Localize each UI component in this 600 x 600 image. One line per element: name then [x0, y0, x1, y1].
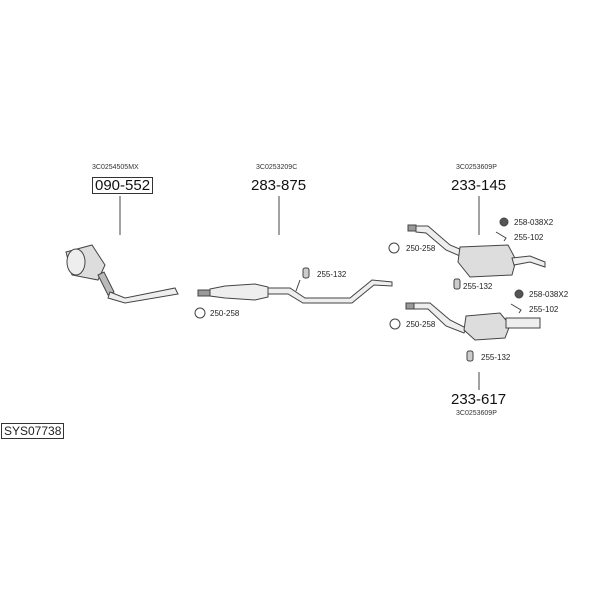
rubber-mount-icon [302, 267, 310, 279]
clamp-icon [388, 242, 400, 254]
oe-number-283-875: 3C0253209C [256, 164, 298, 171]
accessory-label[interactable]: 255-132 [481, 353, 511, 362]
oe-number-233-145: 3C0253609P [456, 164, 497, 171]
rear-silencer-upper-drawing [407, 224, 546, 278]
accessory-label[interactable]: 258-038X2 [529, 290, 569, 299]
accessory-label[interactable]: 255-132 [463, 282, 493, 291]
bracket-icon [510, 303, 522, 314]
middle-silencer-drawing [197, 279, 393, 304]
rubber-mount-icon [466, 350, 474, 362]
clamp-icon [389, 318, 401, 330]
part-number-233-617[interactable]: 233-617 [451, 391, 507, 408]
accessory-label[interactable]: 255-102 [529, 305, 559, 314]
nut-icon [499, 217, 509, 227]
part-number-090-552[interactable]: 090-552 [92, 177, 154, 194]
oe-number-233-617: 3C0253609P [456, 410, 497, 417]
system-code: SYS07738 [1, 423, 65, 439]
oe-number-090-552: 3C0254505MX [92, 164, 139, 171]
clamp-icon [194, 307, 206, 319]
accessory-label[interactable]: 255-102 [514, 233, 544, 242]
accessory-label[interactable]: 250-258 [406, 320, 436, 329]
accessory-label[interactable]: 258-038X2 [514, 218, 554, 227]
accessory-label[interactable]: 255-132 [317, 270, 347, 279]
rubber-mount-icon [453, 278, 461, 290]
bracket-icon [495, 231, 507, 242]
accessory-label[interactable]: 250-258 [406, 244, 436, 253]
part-number-233-145[interactable]: 233-145 [451, 177, 507, 194]
rear-silencer-lower-drawing [405, 302, 541, 341]
catalytic-converter-drawing [65, 244, 179, 304]
part-number-283-875[interactable]: 283-875 [251, 177, 307, 194]
accessory-label[interactable]: 250-258 [210, 309, 240, 318]
nut-icon [514, 289, 524, 299]
